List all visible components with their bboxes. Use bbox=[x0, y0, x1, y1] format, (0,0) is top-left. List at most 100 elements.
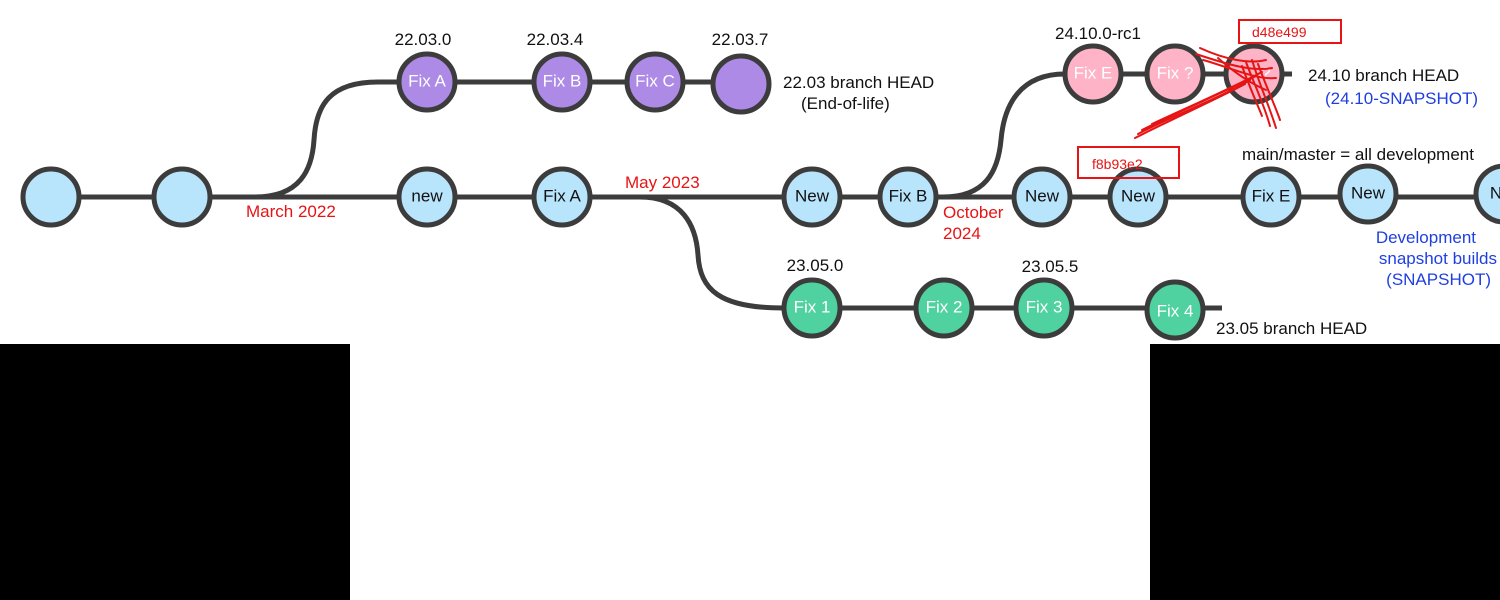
development-snapshot-note: Development snapshot builds (SNAPSHOT) bbox=[1376, 228, 1497, 289]
date-annotations: March 2022 May 2023 October 2024 bbox=[246, 173, 1004, 243]
commit-24-10-head: ? bbox=[1223, 43, 1285, 105]
snapshot-24-10: (24.10-SNAPSHOT) bbox=[1325, 89, 1478, 108]
main-nodes: new Fix A New Fix B New New Fix E New bbox=[20, 163, 1500, 228]
commit-node bbox=[1013, 277, 1075, 339]
commit-23-05: Fix 4 bbox=[1144, 279, 1206, 341]
head-label-23-05: 23.05 branch HEAD bbox=[1216, 319, 1367, 338]
commit-node bbox=[781, 277, 843, 339]
commit-label: new bbox=[411, 186, 443, 205]
commit-label: Fix A bbox=[543, 186, 581, 205]
commit-node bbox=[624, 51, 686, 113]
snapshot-line: (SNAPSHOT) bbox=[1386, 270, 1491, 289]
commit-24-10: Fix E bbox=[1062, 43, 1124, 105]
scribble-stroke bbox=[1202, 59, 1277, 80]
tag-22-03-0: 22.03.0 bbox=[395, 30, 452, 49]
tag-22-03-7: 22.03.7 bbox=[712, 30, 769, 49]
scribble-stroke bbox=[1245, 61, 1271, 127]
branch-22-03-line bbox=[254, 79, 742, 200]
scribble-stroke bbox=[1199, 47, 1267, 63]
commit-22-03: Fix A bbox=[396, 51, 458, 113]
commit-hash-annotations: f8b93e2 d48e499 bbox=[1077, 19, 1342, 179]
commit-node bbox=[396, 166, 458, 228]
commit-node bbox=[1144, 43, 1206, 105]
head-label-22-03: 22.03 branch HEAD bbox=[783, 73, 934, 92]
main-label: main/master = all development bbox=[1242, 145, 1474, 164]
commit-node bbox=[1107, 166, 1169, 228]
tag-23-05-5: 23.05.5 bbox=[1022, 257, 1079, 276]
commit-node bbox=[1062, 43, 1124, 105]
commit-label: New bbox=[1025, 186, 1060, 205]
hash-box-d48e499 bbox=[1238, 19, 1342, 44]
date-2024: 2024 bbox=[943, 224, 981, 243]
main-commit: N bbox=[1473, 163, 1500, 225]
commit-22-03: Fix C bbox=[624, 51, 686, 113]
scribble-stroke bbox=[1137, 79, 1251, 135]
commit-label: Fix E bbox=[1252, 186, 1291, 205]
scribble-stroke bbox=[1241, 65, 1263, 117]
commit-24-10: Fix ? bbox=[1144, 43, 1206, 105]
head-label-24-10: 24.10 branch HEAD bbox=[1308, 66, 1459, 85]
branch-24-10-nodes: Fix E Fix ? ? bbox=[1062, 43, 1285, 105]
snapshot-line: snapshot builds bbox=[1379, 249, 1497, 268]
commit-node bbox=[1240, 166, 1302, 228]
commit-label: Fix 1 bbox=[794, 297, 831, 316]
commit-label: Fix 4 bbox=[1157, 301, 1194, 320]
commit-23-05: Fix 3 bbox=[1013, 277, 1075, 339]
commit-node bbox=[151, 166, 213, 228]
commit-node bbox=[1337, 163, 1399, 225]
main-commit: Fix E bbox=[1240, 166, 1302, 228]
branch-head-labels: 22.03 branch HEAD (End-of-life) 24.10 br… bbox=[783, 66, 1478, 338]
main-commit: New bbox=[1011, 166, 1073, 228]
commit-node bbox=[1223, 43, 1285, 105]
branch-24-10-line bbox=[942, 71, 1292, 200]
snapshot-line: Development bbox=[1376, 228, 1476, 247]
main-commit: New bbox=[781, 166, 843, 228]
commit-node bbox=[1144, 279, 1206, 341]
scribble-stroke bbox=[1195, 53, 1273, 70]
commit-node bbox=[531, 166, 593, 228]
commit-label: Fix 3 bbox=[1026, 297, 1063, 316]
main-commit: Fix B bbox=[877, 166, 939, 228]
commit-node bbox=[531, 51, 593, 113]
main-commit: New bbox=[1337, 163, 1399, 225]
scribble-stroke bbox=[1251, 59, 1277, 129]
tag-23-05-0: 23.05.0 bbox=[787, 256, 844, 275]
commit-node bbox=[913, 277, 975, 339]
main-commit: new bbox=[396, 166, 458, 228]
commit-label: N bbox=[1490, 183, 1500, 202]
commit-23-05: Fix 1 bbox=[781, 277, 843, 339]
commit-23-05: Fix 2 bbox=[913, 277, 975, 339]
scribble-stroke bbox=[1151, 71, 1263, 125]
commit-node bbox=[877, 166, 939, 228]
date-october: October bbox=[943, 203, 1004, 222]
commit-node bbox=[20, 166, 82, 228]
commit-22-03 bbox=[710, 53, 772, 115]
main-commit: Fix A bbox=[531, 166, 593, 228]
commit-node bbox=[1473, 163, 1500, 225]
commit-node bbox=[710, 53, 772, 115]
commit-22-03: Fix B bbox=[531, 51, 593, 113]
branch-23-05-nodes: Fix 1 Fix 2 Fix 3 Fix 4 bbox=[781, 277, 1206, 341]
black-panel-right bbox=[1150, 344, 1500, 600]
commit-node bbox=[1011, 166, 1073, 228]
branch-22-03-nodes: Fix A Fix B Fix C bbox=[396, 51, 772, 115]
commit-node bbox=[396, 51, 458, 113]
commit-label: New bbox=[1121, 186, 1156, 205]
status-22-03: (End-of-life) bbox=[801, 94, 890, 113]
commit-node bbox=[781, 166, 843, 228]
commit-label: Fix B bbox=[889, 186, 928, 205]
scribble-marks bbox=[1134, 47, 1281, 139]
tag-22-03-4: 22.03.4 bbox=[527, 30, 584, 49]
commit-label: New bbox=[1351, 183, 1386, 202]
hash-f8b93e2: f8b93e2 bbox=[1092, 156, 1143, 172]
date-march-2022: March 2022 bbox=[246, 202, 336, 221]
commit-label: Fix C bbox=[635, 71, 675, 90]
commit-label: ? bbox=[1261, 63, 1270, 82]
main-commit bbox=[20, 166, 82, 228]
commit-label: Fix ? bbox=[1157, 63, 1194, 82]
hash-box-f8b93e2 bbox=[1077, 146, 1180, 179]
commit-label: Fix 2 bbox=[926, 297, 963, 316]
hash-d48e499: d48e499 bbox=[1252, 24, 1307, 40]
commit-label: Fix A bbox=[408, 71, 446, 90]
